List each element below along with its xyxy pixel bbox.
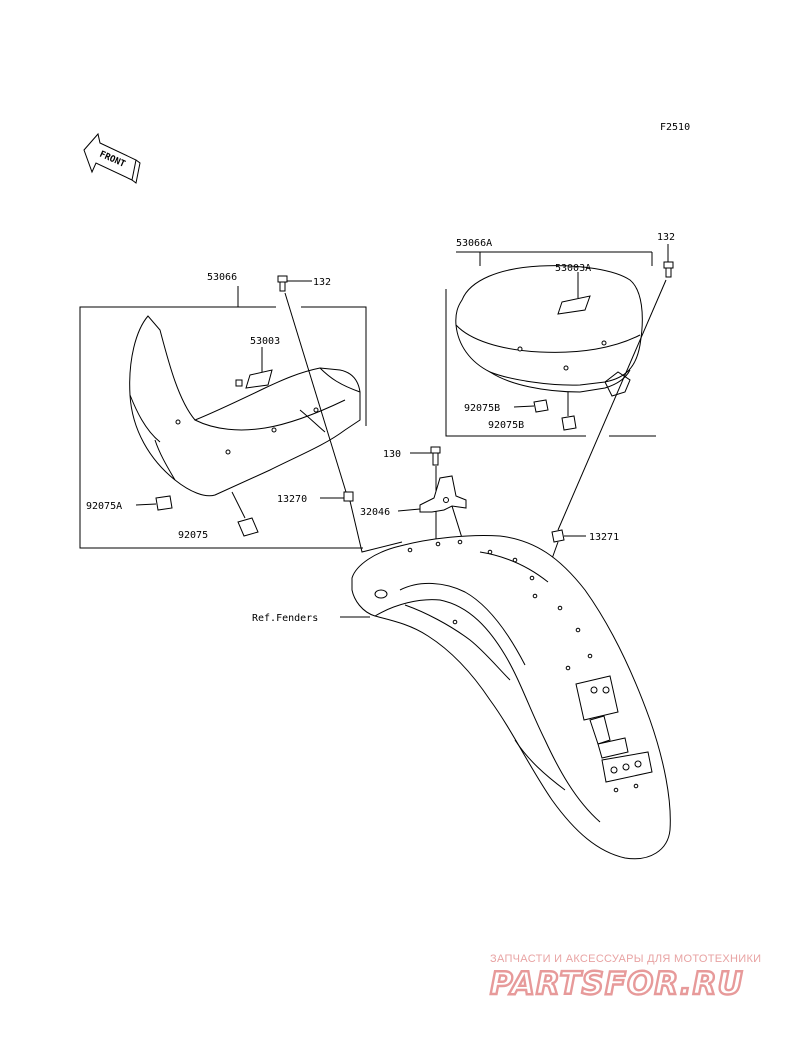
rear-seat-group	[445, 244, 674, 593]
label-13271: 13271	[589, 532, 619, 543]
watermark-tagline: ЗАПЧАСТИ И АКСЕССУАРЫ ДЛЯ МОТОТЕХНИКИ	[490, 953, 761, 965]
front-seat-group	[79, 275, 403, 553]
emblem-53003	[245, 369, 273, 389]
label-53066A: 53066A	[456, 238, 492, 249]
emblem-53003A	[557, 295, 591, 315]
damper-92075A	[135, 495, 173, 511]
front-arrow-icon: FRONT	[83, 132, 141, 184]
label-ref-fenders: Ref.Fenders	[252, 613, 318, 624]
label-130: 130	[383, 449, 401, 460]
damper-92075B-lower	[561, 392, 577, 431]
label-132-left: 132	[313, 277, 331, 288]
label-92075B-upper: 92075B	[464, 403, 500, 414]
label-13270: 13270	[277, 494, 307, 505]
label-132-right: 132	[657, 232, 675, 243]
label-92075A: 92075A	[86, 501, 122, 512]
watermark-logo: PARTSFOR.RU	[490, 966, 744, 1002]
label-32046: 32046	[360, 507, 390, 518]
label-92075: 92075	[178, 530, 208, 541]
label-53003A: 53003A	[555, 263, 591, 274]
bracket-32046	[397, 475, 467, 539]
rear-fender	[340, 534, 671, 860]
label-53066: 53066	[207, 272, 237, 283]
label-92075B-lower: 92075B	[488, 420, 524, 431]
rear-seat-53066A	[455, 265, 643, 397]
front-seat-frame	[79, 306, 363, 549]
figure-code: F2510	[660, 122, 690, 133]
collar-13270	[320, 491, 403, 553]
damper-92075B-upper	[513, 399, 549, 413]
bolt-132-right	[557, 244, 674, 531]
bolt-132-left	[277, 275, 347, 493]
label-53003: 53003	[250, 336, 280, 347]
front-seat-53066	[129, 315, 361, 497]
damper-92075	[231, 491, 259, 537]
